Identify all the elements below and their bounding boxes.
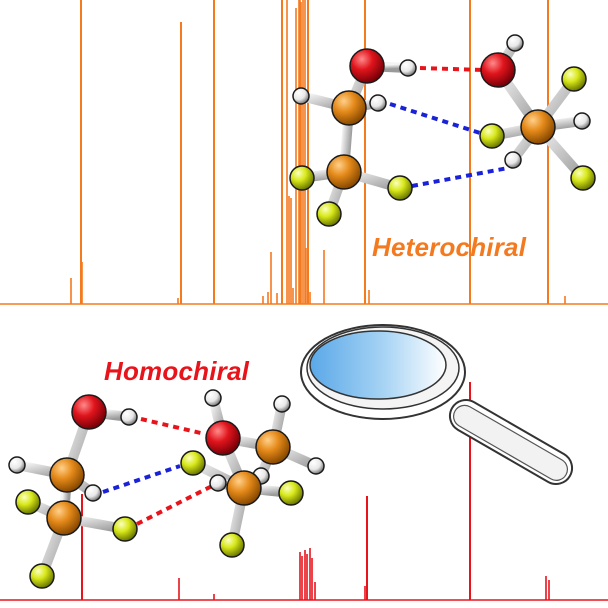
homochiral-atoms (8, 389, 325, 589)
carbon-atom (255, 429, 291, 465)
hydrogen-atom (504, 151, 522, 169)
magnifier-lens (309, 330, 447, 400)
oxygen-atom (480, 52, 516, 88)
heterochiral-spectrum (0, 0, 608, 305)
hydrogen-bond (419, 66, 485, 72)
heterochiral-dimer (289, 34, 596, 227)
hydrogen-bond (136, 484, 213, 526)
carbon-atom (326, 154, 362, 190)
fluorine-atom (219, 532, 245, 558)
heterochiral-contacts (389, 66, 509, 188)
fluorine-atom (479, 123, 505, 149)
fluorine-atom (180, 450, 206, 476)
hydrogen-atom (399, 59, 417, 77)
oxygen-atom (205, 420, 241, 456)
fluorine-atom (570, 165, 596, 191)
halogen-contact (102, 464, 181, 494)
hydrogen-atom (369, 94, 387, 112)
hydrogen-atom (204, 389, 222, 407)
hydrogen-atom (273, 395, 291, 413)
oxygen-atom (349, 48, 385, 84)
heterochiral-label: Heterochiral (372, 232, 527, 262)
heterochiral-atoms (289, 34, 596, 227)
fluorine-atom (289, 165, 315, 191)
hydrogen-bond (140, 417, 206, 436)
hydrogen-atom (506, 34, 524, 52)
fluorine-atom (387, 175, 413, 201)
magnifying-glass-icon (300, 324, 574, 485)
fluorine-atom (561, 66, 587, 92)
carbon-atom (331, 90, 367, 126)
carbon-atom (226, 470, 262, 506)
carbon-atom (46, 500, 82, 536)
hydrogen-atom (84, 484, 102, 502)
halogen-contact (389, 102, 481, 135)
hydrogen-atom (8, 456, 26, 474)
halogen-contact (411, 166, 509, 188)
fluorine-atom (15, 489, 41, 515)
homochiral-label: Homochiral (104, 356, 250, 386)
hydrogen-atom (573, 112, 591, 130)
fluorine-atom (278, 480, 304, 506)
hydrogen-atom (209, 474, 227, 492)
homochiral-contacts (102, 417, 213, 526)
hydrogen-atom (292, 87, 310, 105)
oxygen-atom (71, 394, 107, 430)
carbon-atom (520, 109, 556, 145)
homochiral-dimer (8, 389, 325, 589)
fluorine-atom (29, 563, 55, 589)
hydrogen-atom (120, 408, 138, 426)
hydrogen-atom (307, 457, 325, 475)
carbon-atom (49, 457, 85, 493)
fluorine-atom (316, 201, 342, 227)
fluorine-atom (112, 516, 138, 542)
